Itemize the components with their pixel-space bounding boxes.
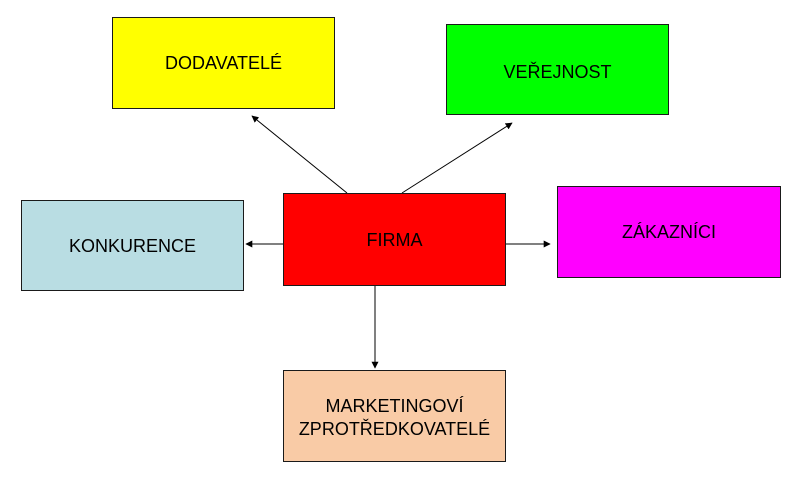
node-verejnost: VEŘEJNOST (446, 24, 669, 115)
node-zprostredkovatele-line2: ZPROTŘEDKOVATELÉ (298, 418, 491, 439)
node-firma: FIRMA (283, 193, 506, 286)
arrow-firma-to-verejnost (401, 122, 513, 194)
arrow-firma-to-dodavatele (251, 115, 348, 194)
node-zprostredkovatele: MARKETINGOVÍ ZPROTŘEDKOVATELÉ (283, 370, 506, 462)
node-konkurence: KONKURENCE (21, 200, 244, 291)
node-verejnost-label: VEŘEJNOST (503, 62, 612, 82)
node-firma-label: FIRMA (366, 230, 423, 250)
node-zprostredkovatele-line1: MARKETINGOVÍ (325, 396, 464, 416)
node-zakaznici-label: ZÁKAZNÍCI (621, 222, 716, 242)
node-konkurence-label: KONKURENCE (68, 236, 197, 256)
node-dodavatele: DODAVATELÉ (112, 17, 335, 109)
node-dodavatele-label: DODAVATELÉ (164, 53, 283, 73)
node-zakaznici: ZÁKAZNÍCI (557, 186, 781, 278)
